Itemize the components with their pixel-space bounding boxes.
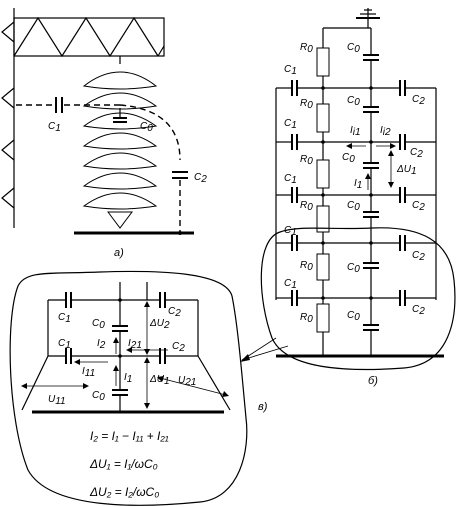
label-v-u21: U21 — [178, 375, 196, 388]
label-v-c2-top: C2 — [168, 306, 181, 319]
label-b-c0-3: C0 — [342, 152, 355, 165]
label-a-c2: C2 — [194, 172, 207, 185]
label-b-r0-2: R0 — [300, 98, 313, 111]
label-b-c1-3: C1 — [284, 173, 297, 186]
label-b-ii1: Ii1 — [350, 125, 361, 138]
insulator-discs — [82, 71, 158, 229]
label-v-i1: I1 — [124, 372, 132, 385]
label-b-c1-1: C1 — [284, 64, 297, 77]
formula-du2: ΔU₂ = I₂/ωC₀ — [89, 485, 159, 499]
label-v-c1-top: C1 — [58, 312, 71, 325]
label-a-c0: C0 — [140, 121, 153, 134]
label-b-c2-1: C2 — [412, 94, 425, 107]
label-b-c2-2: C2 — [410, 147, 423, 160]
label-b-r0-6: R0 — [300, 312, 313, 325]
label-v-i21: I21 — [128, 338, 142, 351]
label-v-u11: U11 — [48, 394, 66, 407]
label-b-c2-3: C2 — [412, 200, 425, 213]
label-b-r0-3: R0 — [300, 154, 313, 167]
label-v-i11: I11 — [82, 366, 95, 379]
formula-current: I₂ = I₁ − I₁₁ + I₂₁ — [90, 429, 169, 443]
caption-a: а) — [114, 247, 124, 259]
region-b-outline — [260, 227, 456, 371]
part-b-equivalent-circuit: R0 R0 R0 R0 R0 R0 C0 C0 C0 C0 C0 C0 C1 C… — [275, 8, 444, 387]
label-b-c2-5: C2 — [412, 304, 425, 317]
label-b-c1-4: C1 — [284, 225, 297, 238]
rungs — [276, 80, 436, 306]
label-v-c2-mid: C2 — [172, 341, 185, 354]
label-v-du2: ΔU2 — [149, 318, 170, 331]
label-a-c1: C1 — [48, 121, 61, 134]
label-b-c0-5: C0 — [347, 262, 360, 275]
formula-du1: ΔU₁ = I₁/ωC₀ — [89, 457, 158, 471]
caption-b: б) — [368, 375, 378, 387]
part-v-detail: C1 C2 C0 ΔU2 C1 C2 I2 I21 I11 ΔU1 I1 C0 … — [21, 282, 268, 499]
label-v-c0-top: C0 — [92, 318, 105, 331]
label-b-c2-4: C2 — [412, 250, 425, 263]
label-b-ii2: Ii2 — [380, 125, 391, 138]
label-b-r0-5: R0 — [300, 260, 313, 273]
label-b-c0-6: C0 — [347, 310, 360, 323]
label-b-r0-1: R0 — [300, 42, 313, 55]
label-b-c0-2: C0 — [347, 95, 360, 108]
label-b-i1: I1 — [354, 178, 362, 191]
zoom-outlines — [9, 227, 456, 506]
label-v-i2: I2 — [97, 338, 106, 351]
caption-v: в) — [258, 401, 268, 413]
label-b-c1-5: C1 — [284, 278, 297, 291]
label-b-r0-4: R0 — [300, 200, 313, 213]
label-b-c1-2: C1 — [284, 118, 297, 131]
label-b-c0-4: C0 — [347, 200, 360, 213]
label-v-du1: ΔU1 — [149, 374, 170, 387]
label-b-c0-1: C0 — [347, 42, 360, 55]
label-v-c0-bot: C0 — [92, 390, 105, 403]
label-v-c1-mid: C1 — [58, 338, 71, 351]
label-b-du1: ΔU1 — [396, 164, 417, 177]
part-a-insulator-string: C1 C0 C2 а) — [1, 8, 207, 259]
region-v-outline — [9, 270, 248, 506]
